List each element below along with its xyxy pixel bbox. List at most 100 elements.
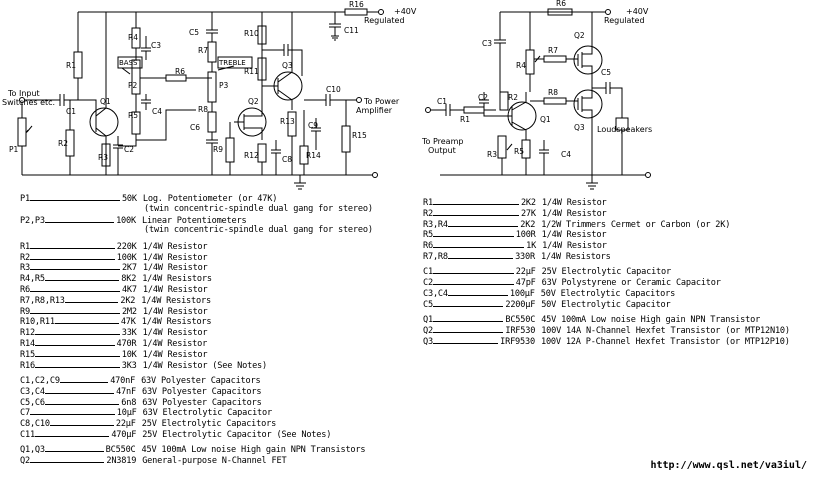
leader-line [64, 295, 119, 303]
part-description: 1/4W Resistor [541, 230, 607, 241]
leader-line [29, 407, 115, 416]
part-ref: R3,R4 [423, 219, 448, 230]
leader-line [432, 336, 499, 344]
amp-q3-label: Q3 [574, 123, 585, 132]
part-value: 2K2 [120, 295, 136, 306]
bass-label-box [117, 56, 143, 69]
preamp-r11-label: R11 [244, 67, 259, 76]
leader-line [432, 229, 514, 238]
part-description: Linear Potentiometers [141, 215, 247, 226]
input-terminal-amp [425, 107, 431, 113]
part-ref: C11 [20, 429, 35, 440]
amp-r3-label: R3 [487, 150, 497, 159]
amp-r4-label: R4 [516, 61, 526, 70]
part-ref: R9 [20, 306, 30, 317]
preamp-r4-label: R4 [128, 33, 138, 42]
part-ref: C1,C2,C9 [20, 375, 60, 386]
part-value: 3K3 [121, 360, 137, 371]
part-description: 63V Polyester Capacitors [141, 386, 262, 397]
part-value: 22µF [515, 267, 536, 278]
part-value: 22µF [115, 419, 136, 430]
part-ref: C7 [20, 408, 30, 419]
part-ref: R3 [20, 263, 30, 274]
leader-line [29, 193, 120, 201]
part-value: 470R [116, 338, 137, 349]
amplifier-schematic [425, 8, 651, 190]
preamp-r12-label: R12 [244, 151, 259, 160]
part-value: 2K2 [520, 219, 536, 230]
resistor-r7-amp [543, 55, 567, 63]
part-description: 1/4W Resistor [541, 208, 607, 219]
part-ref: R10,R11 [20, 317, 55, 328]
part-description: 45V 100mA Low noise High gain NPN Transi… [141, 445, 366, 456]
leader-line [29, 306, 120, 314]
part-value: 27K [520, 208, 536, 219]
leader-line [34, 327, 120, 336]
part-description: (twin concentric-spindle dual gang for s… [144, 225, 373, 236]
part-value: 50K [121, 194, 137, 204]
part-ref: R4,R5 [20, 274, 45, 285]
part-description: 1/4W Resistor [541, 198, 607, 208]
part-value: 100K [116, 215, 136, 226]
preamp-c6-label: C6 [190, 123, 200, 132]
part-value: 10K [121, 349, 137, 360]
part-value: 100R [515, 230, 536, 241]
preamp-c2-label: C2 [124, 145, 134, 154]
source-url[interactable]: http://www.qsl.net/va3iul/ [650, 460, 807, 471]
part-ref: Q2 [20, 456, 30, 467]
part-description: 1/4W Resistors [141, 317, 212, 328]
trimmer-r4 [525, 49, 535, 75]
amp-c1-label: C1 [437, 97, 447, 106]
part-description: 100V 14A N-Channel Hexfet Transistor (or… [541, 325, 790, 336]
leader-line [34, 338, 115, 346]
part-ref: C2 [423, 278, 433, 289]
mosfet-q3 [573, 89, 603, 119]
part-description: 1/4W Resistor [142, 306, 208, 317]
part-value: 10µF [116, 408, 137, 419]
leader-line [44, 397, 120, 405]
part-value: 100K [116, 252, 137, 263]
resistor-r16 [344, 8, 368, 16]
part-value: 33K [121, 328, 137, 339]
preamp-c10-label: C10 [326, 85, 341, 94]
amp-r2-label: R2 [508, 93, 518, 102]
preamp-p3-label: P3 [219, 81, 229, 90]
part-ref: R7,R8,R13 [20, 295, 65, 306]
leader-line [44, 386, 115, 394]
ground-terminal-right [645, 172, 651, 178]
part-description: 1/4W Resistors [142, 274, 212, 285]
part-value: 47nF [116, 386, 136, 397]
part-ref: R7,R8 [423, 251, 448, 262]
part-description: 1/4W Resistor [142, 328, 208, 339]
leader-line [29, 284, 120, 292]
leader-line [29, 241, 115, 249]
preamp-q2-label: Q2 [248, 97, 259, 106]
output-terminal [356, 97, 362, 103]
part-description: 50V Electrolytic Capacitors [540, 288, 676, 299]
part-ref: R1 [423, 198, 433, 208]
part-value: 470µF [111, 429, 137, 440]
amp-c3-label: C3 [482, 39, 492, 48]
trimmer-r3 [497, 135, 507, 159]
part-description: 1/4W Resistors [141, 295, 211, 306]
preamp-r3-label: R3 [98, 153, 108, 162]
part-ref: Q1,Q3 [20, 445, 45, 456]
part-description: 1/2W Trimmers Cermet or Carbon (or 2K) [541, 219, 731, 230]
